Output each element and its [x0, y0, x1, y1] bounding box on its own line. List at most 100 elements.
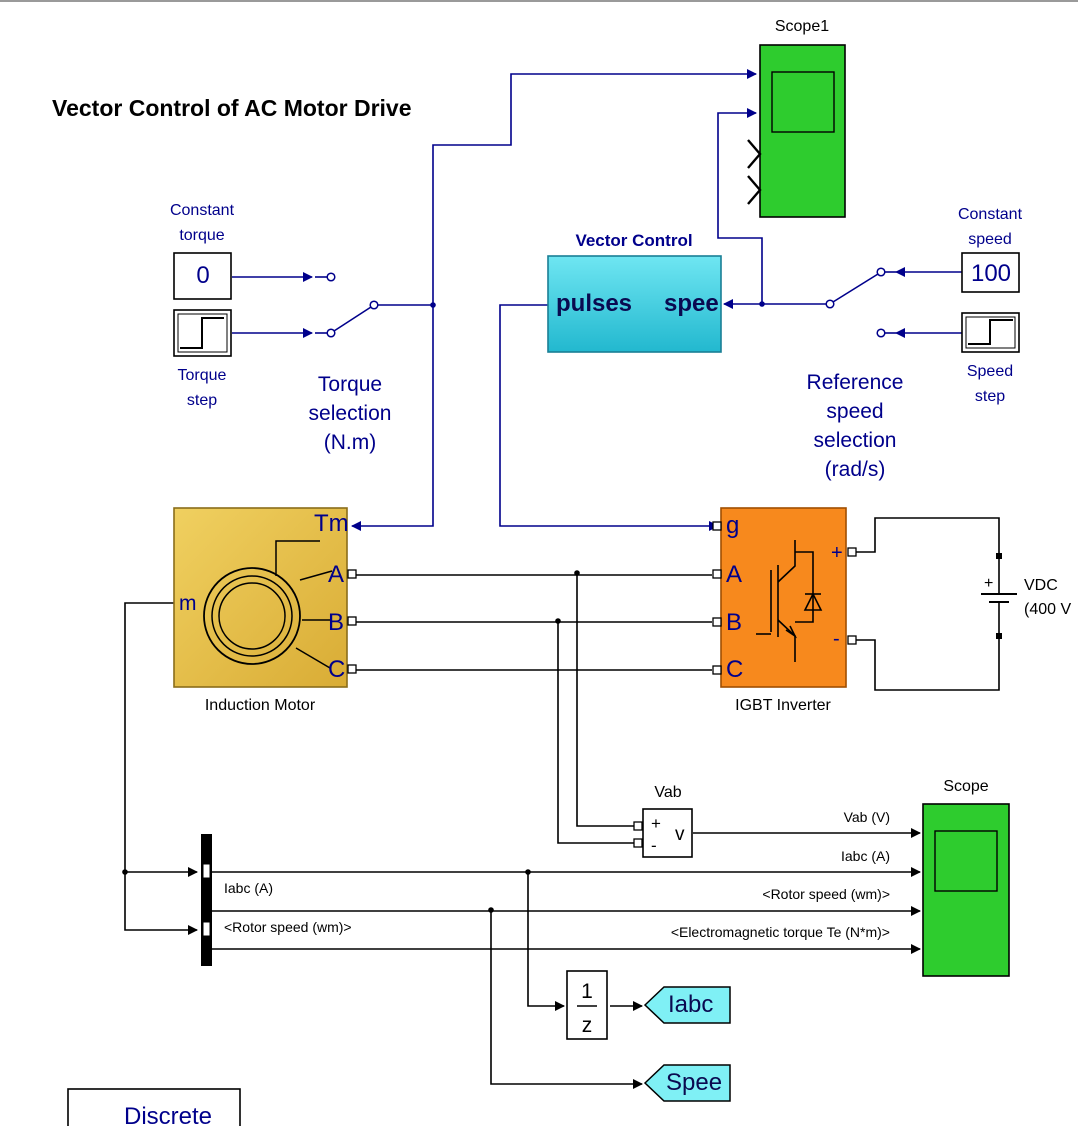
speed-step-block[interactable]: Speed step: [961, 312, 1020, 405]
torque-step-frame: [177, 313, 228, 353]
scope-screen: [934, 830, 998, 892]
torque-step-label-2: step: [187, 392, 217, 409]
unit-delay-block[interactable]: 1 z: [566, 970, 608, 1040]
m-branch-point: [122, 869, 128, 875]
vector-control-block[interactable]: Vector Control pulses spee: [547, 231, 722, 353]
inverter-b-port: B: [726, 609, 742, 636]
goto-speed-block[interactable]: Spee: [643, 1064, 731, 1102]
constant-torque-block[interactable]: Constant torque 0: [170, 202, 235, 300]
constant-torque-label-2: torque: [179, 227, 224, 244]
motor-rotor-outer-icon: [211, 575, 293, 657]
vab-label: Vab: [654, 784, 681, 801]
dc-minus-line[interactable]: [856, 636, 1000, 691]
constant-speed-value: 100: [971, 260, 1011, 287]
iabc-bus-label: Iabc (A): [224, 880, 273, 896]
m-to-selector-line-b[interactable]: [124, 602, 198, 935]
dc-plus-line[interactable]: [856, 517, 1000, 556]
bus-selector-block[interactable]: [201, 834, 212, 966]
vab-voltage-measurement-block[interactable]: Vab + - v: [633, 784, 693, 858]
constant-speed-label-2: speed: [968, 231, 1012, 248]
constant-speed-block[interactable]: Constant speed 100: [958, 206, 1023, 293]
scope1-port-3: [747, 139, 762, 169]
vab-minus: -: [651, 836, 657, 855]
constant-torque-value: 0: [196, 262, 209, 289]
scope1-port-4: [747, 175, 762, 205]
scope1-block[interactable]: Scope1: [747, 18, 846, 218]
torque-step-block[interactable]: Torque step: [173, 309, 232, 409]
unit-delay-denominator: z: [582, 1014, 593, 1037]
reference-speed-label-3: selection: [814, 429, 897, 452]
torque-selection-label-2: selection: [309, 402, 392, 425]
power-lines: [122, 517, 1000, 1089]
inverter-g-port: g: [726, 512, 739, 539]
iabc-to-delay-line[interactable]: [527, 872, 565, 1011]
vab-v-glyph: v: [675, 824, 685, 845]
motor-b-port: B: [328, 609, 344, 636]
scope-block[interactable]: Scope: [922, 778, 1010, 977]
vdc-label-2: (400 V: [1024, 601, 1071, 618]
scope-label: Scope: [943, 778, 988, 795]
inverter-minus-port: -: [833, 628, 840, 650]
vector-control-pulses-port: pulses: [556, 290, 632, 317]
constant-torque-label-1: Constant: [170, 202, 235, 219]
powergui-label: Discrete: [124, 1103, 212, 1126]
ref-speed-to-scope1-line[interactable]: [717, 108, 763, 304]
vab-plus-line[interactable]: [576, 573, 634, 827]
igbt-inverter-label: IGBT Inverter: [735, 697, 831, 714]
motor-m-port: m: [179, 592, 197, 615]
reference-speed-switch[interactable]: [825, 267, 896, 338]
vab-signal-label: Vab (V): [844, 809, 890, 825]
motor-tm-port: Tm: [314, 510, 349, 537]
reference-speed-label-1: Reference: [807, 371, 904, 394]
signal-lines: [232, 69, 962, 531]
torque-to-scope1-line[interactable]: [432, 69, 757, 305]
induction-motor-block[interactable]: Tm m A B C Induction Motor: [173, 507, 357, 714]
inverter-plus-port: +: [831, 542, 843, 564]
goto-iabc-block[interactable]: Iabc: [643, 986, 731, 1024]
speed-step-frame: [965, 316, 1016, 349]
torque-branch-point: [430, 302, 436, 308]
scope1-label: Scope1: [775, 18, 829, 35]
speed-to-goto-line[interactable]: [490, 910, 643, 1089]
motor-stator-icon: [203, 567, 301, 665]
torque-step-label-1: Torque: [178, 367, 227, 384]
torque-selection-label-3: (N.m): [324, 431, 376, 454]
torque-to-tm-line[interactable]: [351, 305, 434, 531]
vdc-label-1: VDC: [1024, 577, 1058, 594]
torque-selection-label-1: Torque: [318, 373, 382, 396]
vdc-plus-sign: +: [984, 575, 993, 592]
goto-iabc-tag: Iabc: [668, 991, 713, 1018]
pulses-to-gate-line[interactable]: [499, 304, 719, 531]
speed-step-label-2: step: [975, 388, 1005, 405]
rotor-speed-signal-label: <Rotor speed (wm)>: [762, 886, 890, 902]
rotor-speed-bus-label: <Rotor speed (wm)>: [224, 919, 352, 935]
goto-speed-tag: Spee: [666, 1069, 722, 1096]
powergui-block[interactable]: Discrete: [67, 1088, 241, 1126]
vab-plus: +: [651, 814, 661, 833]
igbt-inverter-block[interactable]: g A B C + - IGBT Inverter: [712, 507, 857, 714]
vdc-block[interactable]: + VDC (400 V: [981, 553, 1071, 639]
vab-minus-line[interactable]: [557, 621, 634, 844]
inverter-a-port: A: [726, 561, 742, 588]
speed-step-label-1: Speed: [967, 363, 1013, 380]
scope1-screen: [771, 71, 835, 133]
motor-rotor-inner-icon: [218, 582, 286, 650]
torque-selection-switch[interactable]: [315, 272, 379, 338]
reference-speed-label-2: speed: [826, 400, 883, 423]
iabc-signal-label: Iabc (A): [841, 848, 890, 864]
em-torque-signal-label: <Electromagnetic torque Te (N*m)>: [671, 924, 890, 940]
torque-step-icon: [180, 317, 224, 349]
vector-control-label: Vector Control: [575, 231, 692, 250]
model-title: Vector Control of AC Motor Drive: [52, 95, 412, 121]
constant-speed-label-1: Constant: [958, 206, 1023, 223]
reference-speed-label-4: (rad/s): [825, 458, 886, 481]
induction-motor-label: Induction Motor: [205, 697, 316, 714]
motor-a-port: A: [328, 561, 344, 588]
inverter-c-port: C: [726, 656, 743, 683]
speed-step-icon: [968, 319, 1013, 345]
vector-control-speed-port: spee: [664, 290, 719, 317]
igbt-symbol-icon: [756, 540, 823, 662]
unit-delay-numerator: 1: [581, 980, 593, 1003]
motor-c-port: C: [328, 656, 345, 683]
